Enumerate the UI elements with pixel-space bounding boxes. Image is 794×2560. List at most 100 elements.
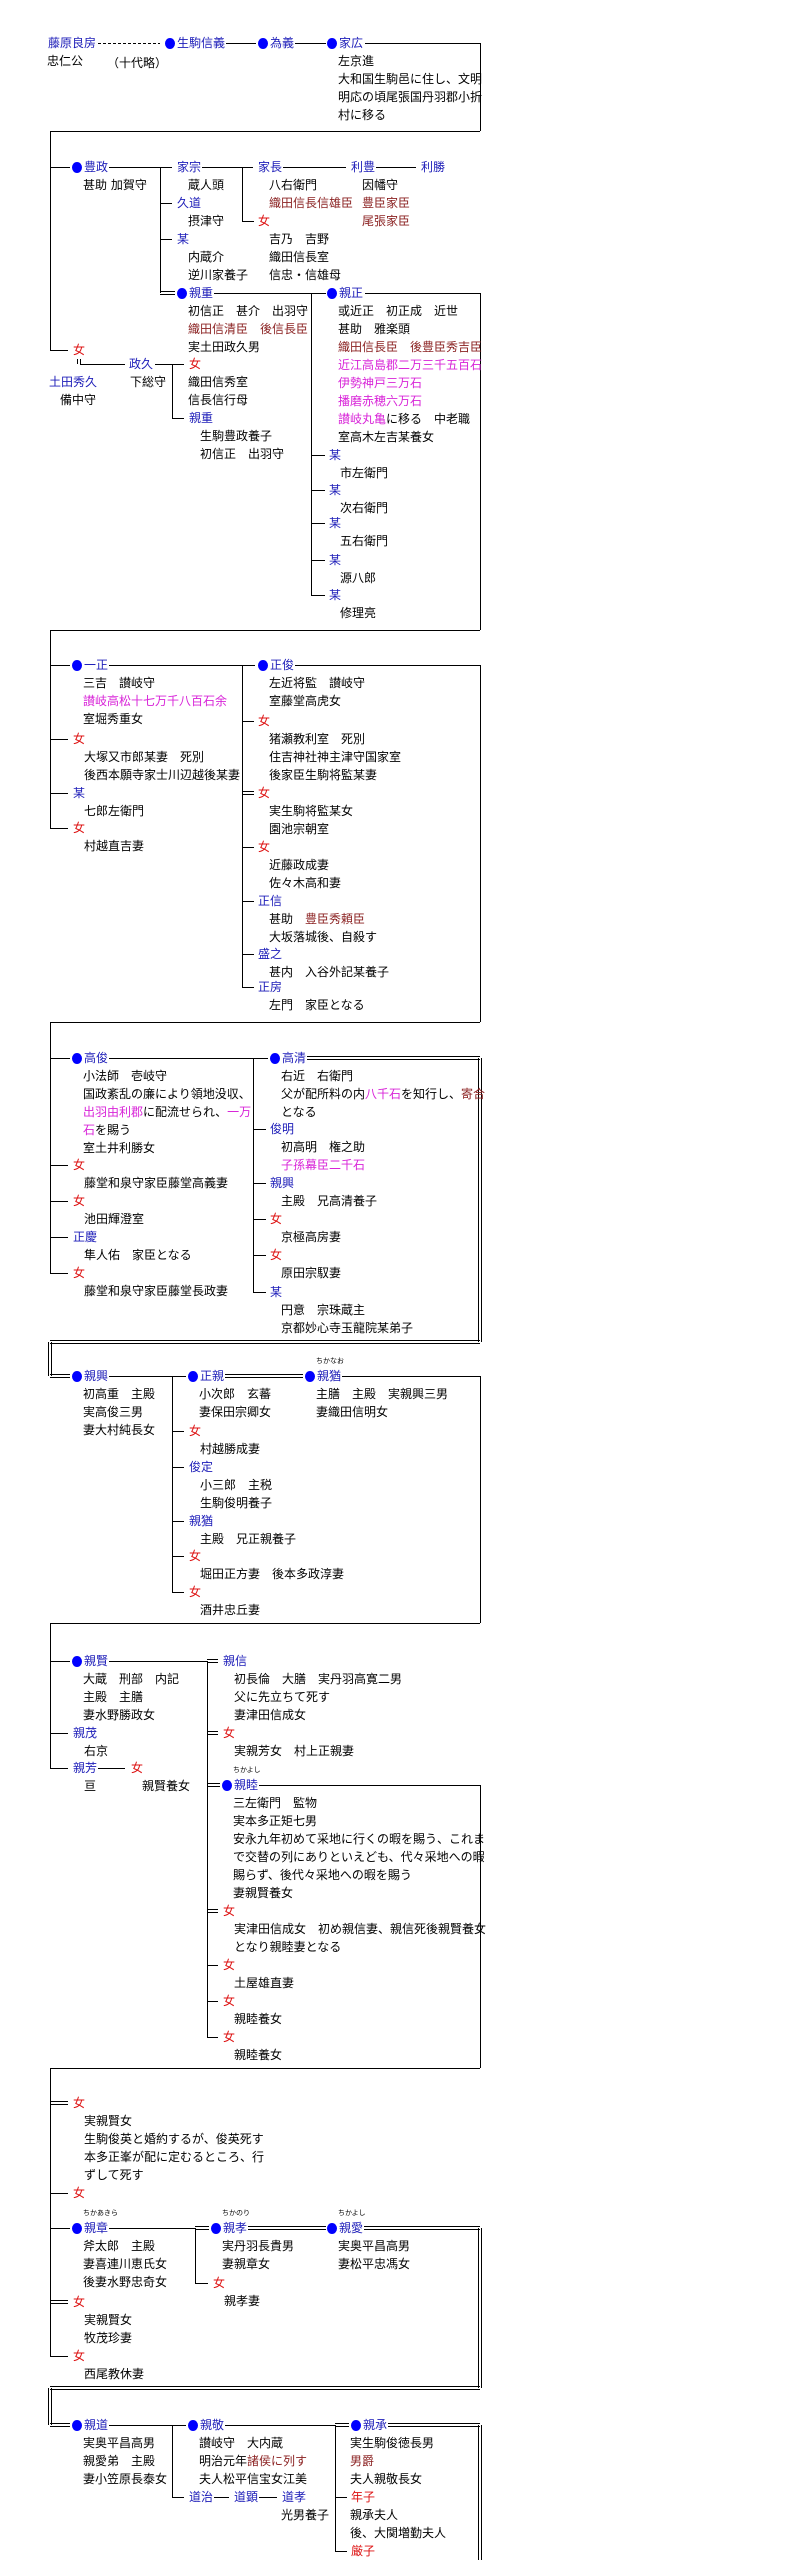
person-name[interactable]: 女 [72, 2094, 87, 2112]
person-detail-line: 実津田信成女 初め親信妻、親信死後親賢養女 [234, 1922, 487, 1936]
person-name[interactable]: 親芳 [72, 1759, 99, 1777]
person-name[interactable]: 女 [188, 355, 203, 373]
person-detail-line: 初信正 甚介 出羽守 [188, 304, 309, 318]
person-name[interactable]: 土田秀久 [48, 373, 99, 391]
person-name[interactable]: 女 [72, 2184, 87, 2202]
person-name[interactable]: 藤原良房 [47, 34, 98, 52]
person-name[interactable]: 某 [328, 446, 343, 464]
person-name[interactable]: 女 [130, 1759, 145, 1777]
person-name[interactable]: 女 [257, 838, 272, 856]
person-name[interactable]: 女 [188, 1547, 203, 1565]
person-name[interactable]: 利豊 [350, 158, 377, 176]
person-name[interactable]: 家長 [257, 158, 284, 176]
person-name[interactable]: 親重 [188, 409, 215, 427]
person-detail-line: 西尾教休妻 [84, 2367, 145, 2381]
person-name[interactable]: 親睦 [233, 1776, 260, 1794]
person-name[interactable]: 久道 [176, 194, 203, 212]
person-name[interactable]: 親敬 [199, 2416, 226, 2434]
person-name[interactable]: 高俊 [83, 1049, 110, 1067]
person-name[interactable]: 親猶 [316, 1367, 343, 1385]
detail-segment: 讃岐丸亀 [338, 412, 387, 426]
person-name[interactable]: 女 [257, 784, 272, 802]
person-name[interactable]: 女 [72, 819, 87, 837]
person-name[interactable]: 家広 [338, 34, 365, 52]
person-name[interactable]: 女 [222, 1724, 237, 1742]
person-name[interactable]: 某 [328, 551, 343, 569]
person-name[interactable]: 某 [176, 230, 191, 248]
person-name[interactable]: 利勝 [420, 158, 447, 176]
person-name[interactable]: 女 [72, 2293, 87, 2311]
person-detail-line: 妻織田信明女 [316, 1405, 389, 1419]
person-name[interactable]: 女 [72, 341, 87, 359]
person-name[interactable]: 正信 [257, 892, 284, 910]
person-name[interactable]: 一正 [83, 656, 110, 674]
person-name[interactable]: 家宗 [176, 158, 203, 176]
person-detail-line: 豊臣家臣 [362, 194, 410, 212]
person-name[interactable]: 女 [257, 212, 272, 230]
person-name[interactable]: 某 [269, 1283, 284, 1301]
person-name[interactable]: 正房 [257, 978, 284, 996]
person-name[interactable]: 為義 [269, 34, 296, 52]
person-name[interactable]: 親章 [83, 2219, 110, 2237]
person-name[interactable]: 女 [222, 2028, 237, 2046]
person-name[interactable]: 盛之 [257, 945, 284, 963]
person-detail-line: 妻大村純長女 [83, 1423, 156, 1437]
person-name[interactable]: 親興 [83, 1367, 110, 1385]
person-name[interactable]: 道顕 [233, 2488, 260, 2506]
person-name[interactable]: 正慶 [72, 1228, 99, 1246]
person-name[interactable]: 女 [188, 1583, 203, 1601]
person-name[interactable]: 女 [257, 712, 272, 730]
person-name[interactable]: 某 [328, 481, 343, 499]
person-detail-line: 妻保田宗卿女 [199, 1405, 272, 1419]
person-name[interactable]: 某 [328, 586, 343, 604]
person-name[interactable]: 道治 [188, 2488, 215, 2506]
person-detail-line: 右近 右衛門 [281, 1069, 354, 1083]
person-detail-line: 実丹羽長貴男 [222, 2239, 295, 2253]
lineage-marker-icon [72, 2420, 82, 2431]
person-name[interactable]: 女 [269, 1246, 284, 1264]
person-name[interactable]: 正親 [199, 1367, 226, 1385]
person-name[interactable]: 厳子 [350, 2542, 377, 2560]
person-name[interactable]: 女 [222, 1956, 237, 1974]
person-name[interactable]: 女 [222, 1902, 237, 1920]
person-name[interactable]: 親承 [362, 2416, 389, 2434]
person-name[interactable]: 女 [72, 1264, 87, 1282]
person-name[interactable]: 親孝 [222, 2219, 249, 2237]
person-name[interactable]: 親興 [269, 1174, 296, 1192]
person-name[interactable]: 女 [222, 1992, 237, 2010]
person-name[interactable]: 女 [72, 730, 87, 748]
person-detail-line: 夫人松平信宝女江美 [199, 2472, 308, 2486]
person-detail-line: 初信正 出羽守 [200, 447, 285, 461]
person-name[interactable]: 生駒信義 [176, 34, 227, 52]
person-detail-line: 下総守 [130, 375, 167, 389]
person-name[interactable]: 道孝 [281, 2488, 308, 2506]
person-name[interactable]: 年子 [350, 2488, 377, 2506]
person-name[interactable]: 女 [72, 1192, 87, 1210]
person-name[interactable]: 高清 [281, 1049, 308, 1067]
person-name[interactable]: 俊定 [188, 1458, 215, 1476]
person-detail-line: 室高木左吉某養女 [338, 430, 435, 444]
person-name[interactable]: 親道 [83, 2416, 110, 2434]
person-name[interactable]: 豊政 [83, 158, 110, 176]
person-name[interactable]: 正俊 [269, 656, 296, 674]
lineage-marker-icon [72, 1053, 82, 1064]
person-name[interactable]: 女 [72, 2347, 87, 2365]
person-name[interactable]: 某 [328, 514, 343, 532]
person-detail-line: 安永九年初めて采地に行くの暇を賜う、これま [233, 1832, 486, 1846]
person-name[interactable]: 親愛 [338, 2219, 365, 2237]
person-detail-line: 摂津守 [188, 214, 225, 228]
person-name[interactable]: 俊明 [269, 1120, 296, 1138]
person-name[interactable]: 女 [72, 1156, 87, 1174]
person-name[interactable]: 親正 [338, 284, 365, 302]
person-name[interactable]: 親重 [188, 284, 215, 302]
person-name[interactable]: 女 [269, 1210, 284, 1228]
person-name[interactable]: 親賢 [83, 1652, 110, 1670]
person-name[interactable]: 女 [188, 1422, 203, 1440]
person-detail-line: 備中守 [60, 393, 97, 407]
person-name[interactable]: 親信 [222, 1652, 249, 1670]
person-name[interactable]: 女 [212, 2274, 227, 2292]
person-name[interactable]: 政久 [128, 355, 155, 373]
person-name[interactable]: 親茂 [72, 1724, 99, 1742]
person-name[interactable]: 某 [72, 784, 87, 802]
person-name[interactable]: 親猶 [188, 1512, 215, 1530]
